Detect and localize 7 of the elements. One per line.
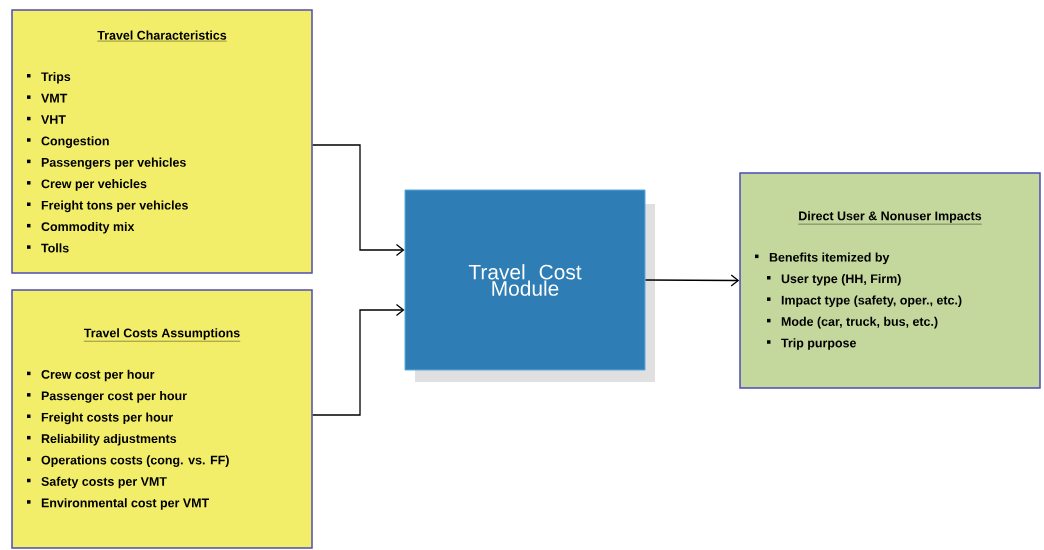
arrow	[312, 303, 405, 416]
process-box: Travel Cost Module	[404, 189, 655, 382]
arrow	[644, 274, 740, 287]
list-box: Direct User & Nonuser Impacts Benefits itemized by User type (HH, Firm) Impact type (safety, oper., etc.) Mode (car, truck, bus, etc.) Trip purpose	[739, 172, 1041, 389]
list-box: Travel Costs Assumptions Crew cost per hour Passenger cost per hour Freight costs per hour Reliability adjustments Operations costs (cong. vs. FF) Safety costs per VMT Environmental cost per VMT	[11, 289, 313, 549]
arrow	[312, 144, 405, 257]
list-box: Travel Characteristics Trips VMT VHT Congestion Passengers per vehicles Crew per vehicles Freight tons per vehicles Commodity mix Tolls	[11, 9, 313, 274]
